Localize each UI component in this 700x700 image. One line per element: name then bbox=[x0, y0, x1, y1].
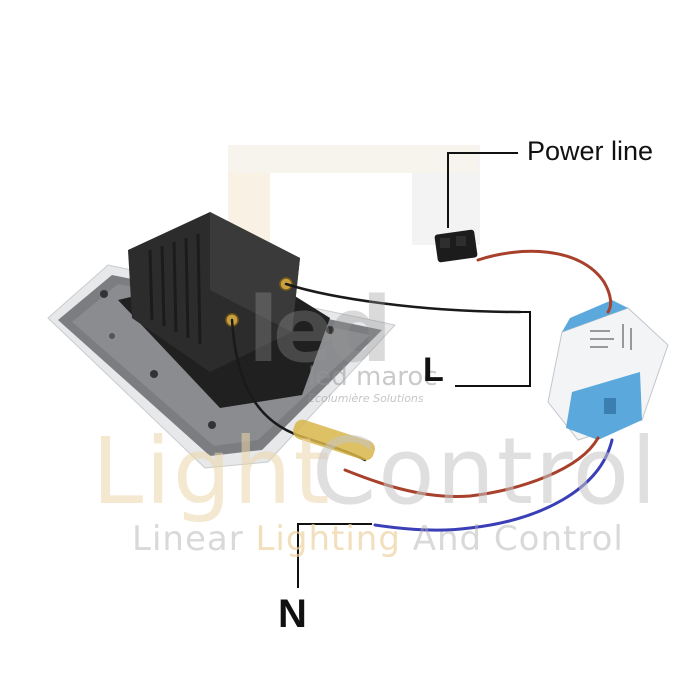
callout-power-line bbox=[447, 152, 518, 228]
label-neutral: N bbox=[278, 592, 307, 636]
red-wire-driver-out bbox=[343, 436, 600, 499]
label-live: L bbox=[423, 351, 444, 389]
led-driver bbox=[547, 300, 669, 441]
driver-end-cap-top bbox=[562, 300, 628, 332]
callout-L bbox=[455, 311, 531, 387]
callout-lines bbox=[297, 152, 531, 588]
black-wire-L bbox=[284, 282, 522, 314]
callout-N bbox=[297, 523, 372, 588]
power-connector bbox=[434, 229, 478, 263]
mount-hole bbox=[150, 370, 158, 378]
mount-hole bbox=[208, 421, 216, 429]
red-wire-power bbox=[476, 249, 613, 314]
blue-wire-N bbox=[373, 438, 614, 532]
mount-hole bbox=[326, 326, 334, 334]
dimmer-switch bbox=[47, 212, 396, 469]
mount-hole bbox=[100, 290, 108, 298]
splice-insulation bbox=[293, 419, 375, 461]
label-power-line: Power line bbox=[527, 136, 654, 166]
